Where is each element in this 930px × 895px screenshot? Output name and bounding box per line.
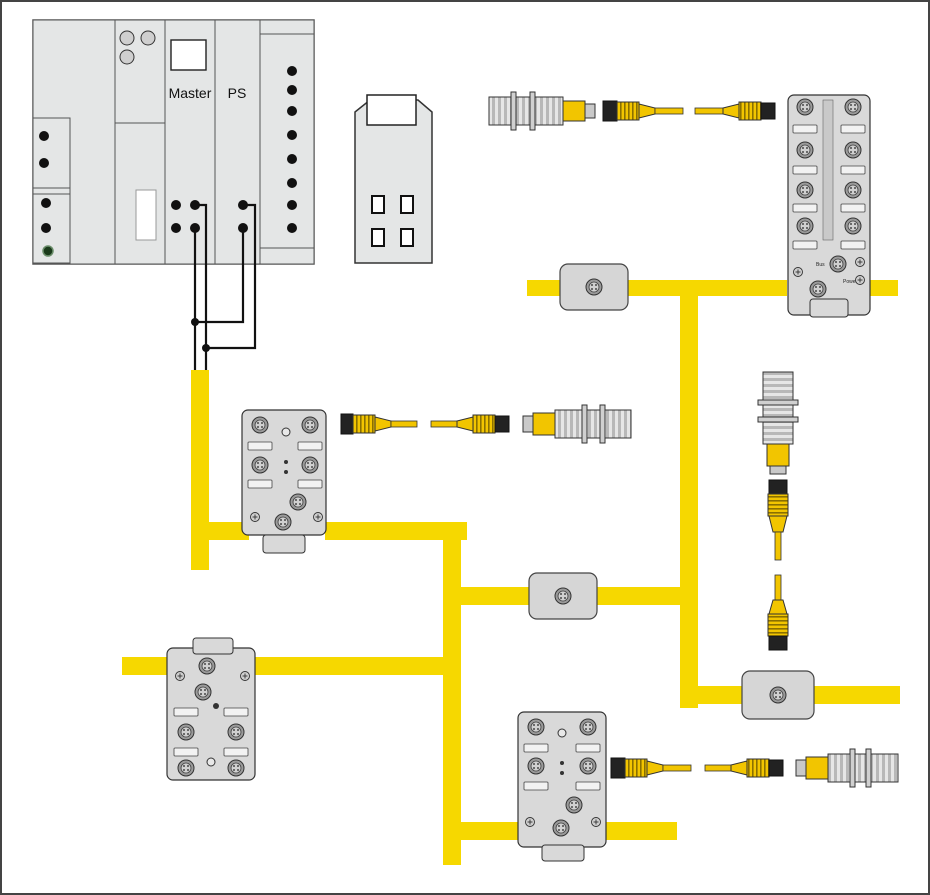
- cpu-knob-icon: [119, 49, 135, 65]
- inductive-sensor-icon: [827, 753, 899, 783]
- master-display: [170, 39, 207, 71]
- power-supply-icon: [354, 94, 433, 264]
- power-port-label: Power: [843, 279, 858, 285]
- cpu-knob-icon: [140, 30, 156, 46]
- power-led: [42, 245, 54, 257]
- wiring: [193, 203, 257, 370]
- cpu-knob-icon: [119, 30, 135, 46]
- status-led: [41, 223, 51, 233]
- master-label: Master: [169, 85, 212, 101]
- status-led: [39, 158, 49, 168]
- inductive-sensor-icon: [488, 96, 564, 126]
- io-module-8-port: Bus Power: [787, 94, 871, 318]
- inductive-sensor-icon: [762, 371, 794, 445]
- bus-port-label: Bus: [816, 262, 825, 268]
- sensor-cordset-vertical: [757, 371, 799, 651]
- sensor-cordset-top: [488, 91, 776, 131]
- ps-label: PS: [228, 85, 247, 101]
- bus-tap-right: [741, 670, 815, 720]
- sensor-cordset-bottom: [610, 748, 899, 788]
- memory-card-slot: [135, 189, 157, 241]
- io-module-4-port-a: [241, 409, 327, 554]
- status-led: [41, 198, 51, 208]
- io-module-4-port-b: [166, 637, 256, 781]
- plc-rack: Master PS: [32, 19, 315, 265]
- inductive-sensor-icon: [554, 409, 632, 439]
- bus-cable-network: [122, 280, 900, 865]
- bus-tap-top: [559, 263, 629, 311]
- bus-tap-middle: [528, 572, 598, 620]
- io-module-4-port-c: [517, 711, 607, 862]
- status-led: [39, 131, 49, 141]
- io-led-column: [287, 66, 297, 233]
- sensor-cordset-middle: [340, 404, 632, 444]
